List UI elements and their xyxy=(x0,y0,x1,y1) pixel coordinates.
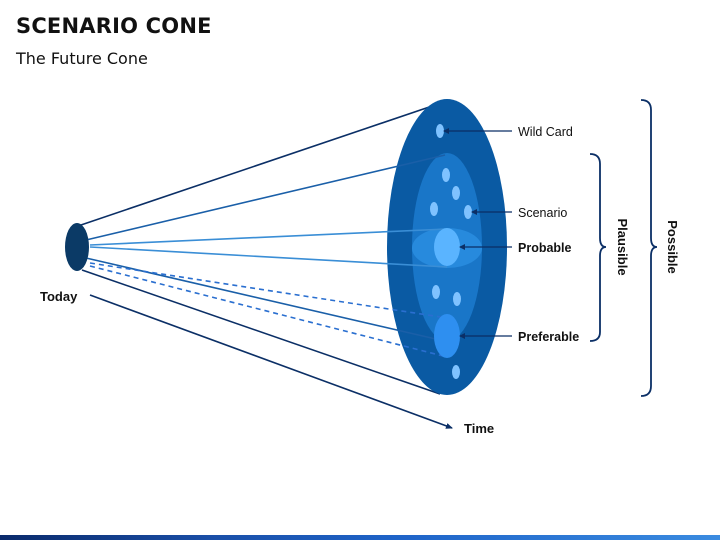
today-origin-ellipse xyxy=(65,223,89,271)
scenario-dot xyxy=(453,292,461,306)
page-subtitle: The Future Cone xyxy=(16,49,148,68)
cone-line-outer-top xyxy=(77,100,448,227)
scenario-dot xyxy=(432,285,440,299)
cone-line-probable-top xyxy=(89,228,448,246)
time-axis-arrow xyxy=(89,294,453,429)
wild-card-dot xyxy=(436,124,444,138)
footer-accent-bar xyxy=(0,535,720,540)
cone-line-preferable-top xyxy=(89,262,448,319)
probable-label: Probable xyxy=(518,241,572,255)
time-label: Time xyxy=(464,421,494,436)
possible-label: Possible xyxy=(665,220,680,273)
cone-line-probable-bottom xyxy=(89,246,448,268)
scenario-dot xyxy=(452,365,460,379)
wild-card-label: Wild Card xyxy=(518,125,573,139)
plausible-label: Plausible xyxy=(615,218,630,275)
probable-dot xyxy=(434,228,460,266)
cone-line-outer-bottom xyxy=(81,269,441,395)
preferable-dot xyxy=(434,314,460,358)
today-label: Today xyxy=(40,289,78,304)
scenario-label: Scenario xyxy=(518,206,567,220)
cone-line-preferable-bottom xyxy=(89,265,448,358)
scenario-dot xyxy=(464,205,472,219)
page-title: SCENARIO CONE xyxy=(16,14,212,38)
scenario-dot xyxy=(452,186,460,200)
scenario-dot xyxy=(430,202,438,216)
preferable-label: Preferable xyxy=(518,330,579,344)
plausible-bracket xyxy=(589,153,607,342)
cone-line-plausible-top xyxy=(85,154,446,241)
possible-bracket xyxy=(640,99,658,397)
scenario-dot xyxy=(442,168,450,182)
